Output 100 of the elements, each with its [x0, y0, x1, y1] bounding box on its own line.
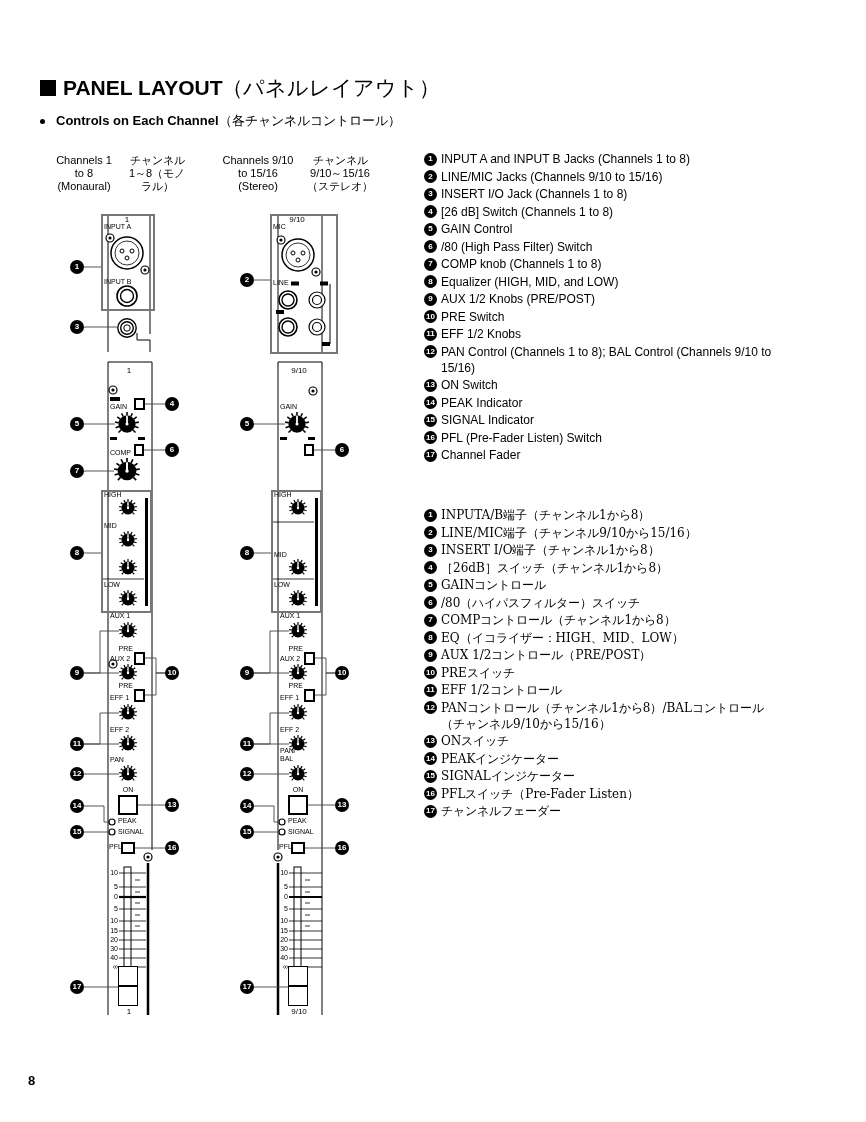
channel-heading: Channels 1 to 8 (Monaural): [55, 154, 113, 193]
item-description: ［26dB］スイッチ（チャンネル1から8）: [441, 559, 670, 576]
callout-number: 9: [424, 648, 437, 662]
callout-number: 7: [424, 613, 437, 627]
indicator-led: [278, 828, 286, 836]
callout-number: 9: [70, 666, 84, 680]
item-description: INPUTA/B端子（チャンネル1から8）: [441, 507, 652, 523]
callout-number: 8: [424, 275, 437, 288]
panel-label: 1: [125, 1007, 133, 1016]
channel-heading: チャンネル1～8（モノラル）: [127, 154, 187, 193]
callout-number: 16: [424, 787, 437, 800]
push-switch: [304, 689, 315, 702]
item-description: ON Switch: [441, 377, 499, 393]
leader-line: [137, 804, 166, 806]
callout-number: 11: [424, 327, 437, 341]
fader-knob: [288, 966, 308, 1006]
item-description: COMP knob (Channels 1 to 8): [441, 256, 603, 272]
callout-number: 1: [70, 260, 84, 274]
callout-number: 12: [424, 345, 437, 358]
indicator-led: [278, 818, 286, 826]
callout-number: 17: [70, 980, 84, 994]
callout-number: 3: [424, 543, 437, 557]
callout-number: 17: [424, 448, 437, 462]
callout-number: 6: [424, 240, 437, 253]
callout-number: 15: [424, 769, 437, 783]
item-description: PRE Switch: [441, 308, 506, 325]
callout-number: 4: [424, 205, 437, 218]
leader-line: [83, 986, 119, 988]
leader-line: [253, 986, 289, 988]
callout-number: 4: [424, 561, 437, 574]
indicator-led: [108, 828, 116, 836]
panel-label: 9/10: [290, 366, 308, 375]
leader-line: [83, 831, 109, 833]
leader-line: [144, 403, 166, 405]
push-switch: [134, 652, 145, 665]
item-description: GAINコントロール: [441, 577, 548, 593]
leader-line: [83, 326, 118, 328]
callout-number: 5: [70, 417, 84, 431]
leader-line: [83, 266, 102, 268]
callout-number: 1: [424, 152, 437, 166]
callout-number: 5: [424, 578, 437, 592]
leader-line: [83, 470, 115, 472]
callout-number: 16: [424, 431, 437, 444]
input-jack-panel: [101, 214, 155, 311]
callout-number: 10: [424, 310, 437, 323]
item-description: /80（ハイパスフィルター）スイッチ: [441, 594, 642, 611]
leader-line: [83, 743, 120, 745]
callout-number: 5: [240, 417, 254, 431]
rotary-knob: [289, 765, 307, 783]
item-description: PREスイッチ: [441, 664, 516, 681]
callout-number: 11: [240, 737, 254, 751]
leader-line: [253, 773, 290, 775]
item-description: SIGNAL Indicator: [441, 412, 535, 428]
callout-number: 6: [165, 443, 179, 457]
callout-number: 16: [335, 841, 349, 855]
leader-line: [304, 847, 336, 849]
equalizer-section: [101, 490, 152, 613]
callout-number: 11: [424, 683, 437, 697]
callout-number: 13: [165, 798, 179, 812]
callout-number: 15: [240, 825, 254, 839]
leader-line: [253, 672, 290, 674]
item-description: INSERT I/O Jack (Channels 1 to 8): [441, 186, 629, 202]
push-switch: [291, 842, 305, 854]
leader-line: [134, 847, 166, 849]
item-description: GAIN Control: [441, 221, 514, 237]
panel-label: 9/10: [288, 215, 306, 224]
leader-line: [314, 672, 336, 696]
callout-number: 2: [424, 526, 437, 539]
callout-number: 8: [424, 631, 437, 644]
callout-number: 10: [165, 666, 179, 680]
leader-line: [253, 805, 279, 823]
item-description: [26 dB] Switch (Channels 1 to 8): [441, 203, 615, 220]
callout-number: 5: [424, 222, 437, 236]
callout-number: 13: [424, 734, 437, 748]
callout-number: 8: [240, 546, 254, 560]
callout-number: 6: [335, 443, 349, 457]
equalizer-section: [271, 490, 322, 613]
item-description: LINE/MIC端子（チャンネル9/10から15/16）: [441, 524, 698, 541]
item-description: ONスイッチ: [441, 733, 511, 749]
callout-number: 15: [70, 825, 84, 839]
callout-number: 3: [70, 320, 84, 334]
push-switch: [134, 444, 144, 456]
callout-number: 17: [424, 804, 437, 818]
item-description: Channel Fader: [441, 447, 522, 463]
leader-line: [83, 773, 120, 775]
rotary-knob: [119, 735, 137, 753]
fader-knob: [118, 966, 138, 1006]
rotary-knob: [289, 664, 307, 682]
item-description: PFL (Pre-Fader Listen) Switch: [441, 429, 603, 446]
callout-number: 6: [424, 596, 437, 609]
item-description: PEAKインジケーター: [441, 750, 561, 767]
item-description: PAN Control (Channels 1 to 8); BAL Control (Channels 9/10 to 15/16): [441, 343, 773, 376]
item-description: COMPコントロール（チャンネル1から8）: [441, 612, 677, 628]
item-description: LINE/MIC Jacks (Channels 9/10 to 15/16): [441, 168, 664, 185]
callout-number: 12: [70, 767, 84, 781]
leader-line: [253, 423, 286, 425]
item-description: INSERT I/O端子（チャンネル1から8）: [441, 542, 661, 558]
leader-line: [253, 831, 279, 833]
callout-number: 13: [424, 378, 437, 392]
callout-number: 9: [240, 666, 254, 680]
